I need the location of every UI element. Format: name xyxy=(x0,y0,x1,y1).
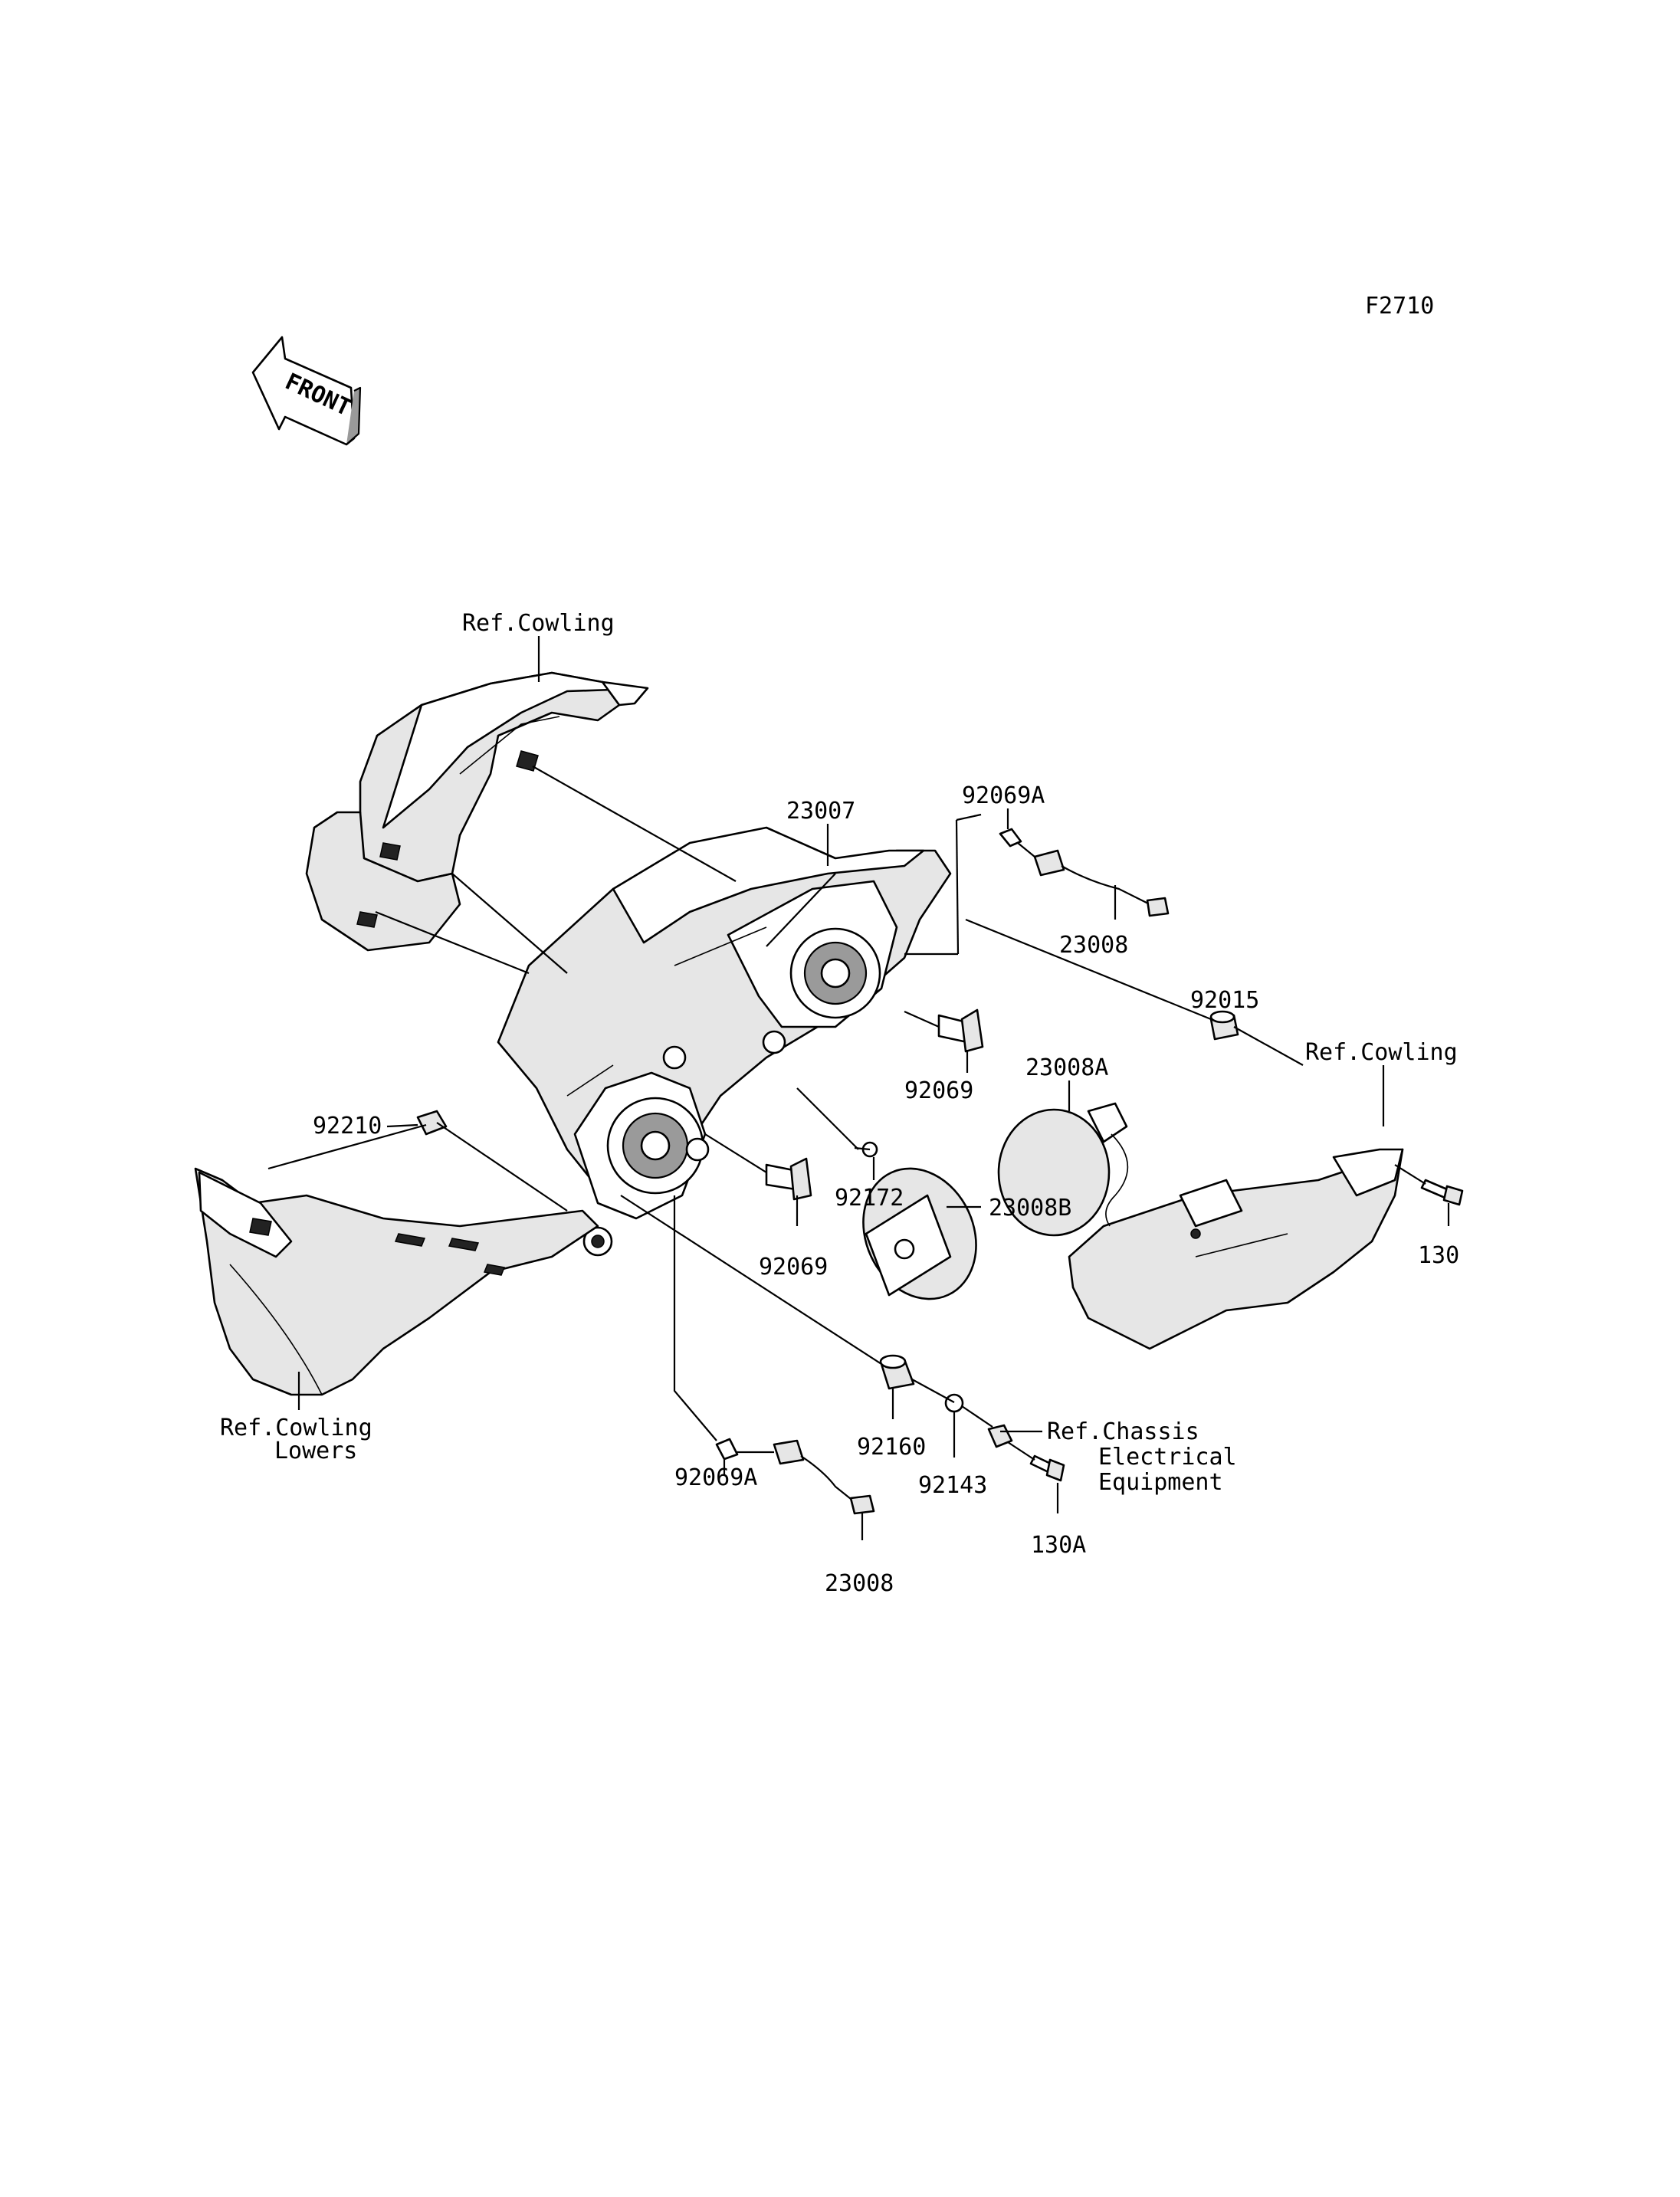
label-23008A: 23008A xyxy=(1025,1054,1108,1081)
bolt-130 xyxy=(1420,1179,1464,1206)
lamp-23008B xyxy=(862,1167,977,1300)
right-cowling-part xyxy=(1068,1148,1404,1350)
lower-cowling-part xyxy=(194,1167,599,1396)
label-23007: 23007 xyxy=(786,798,855,825)
bulb-92069-lower xyxy=(765,1157,812,1201)
headlight-assembly-23007 xyxy=(497,826,952,1257)
socket-23008-bottom xyxy=(715,1438,875,1515)
label-ref-cowling-lowers-1: Ref.Cowling xyxy=(220,1415,372,1441)
front-arrow-icon: FRONT xyxy=(251,336,362,446)
label-92143: 92143 xyxy=(918,1472,987,1499)
label-92015: 92015 xyxy=(1190,987,1259,1014)
label-23008B: 23008B xyxy=(989,1195,1071,1221)
lamp-cover-23008A xyxy=(997,1102,1129,1237)
label-ref-chassis-1: Ref.Chassis xyxy=(1047,1418,1199,1445)
leader-lines xyxy=(267,636,1450,1540)
grommet-92015 xyxy=(1209,1010,1239,1041)
figure-code: F2710 xyxy=(1365,293,1434,320)
label-ref-cowling-lowers-2: Lowers xyxy=(274,1438,357,1464)
bulb-92069-upper xyxy=(937,1008,984,1053)
bolt-130A xyxy=(987,1424,1065,1482)
label-130A: 130A xyxy=(1031,1532,1086,1559)
grommet-92160 xyxy=(879,1354,915,1390)
label-ref-chassis-2: Electrical xyxy=(1098,1444,1237,1471)
label-92160: 92160 xyxy=(857,1434,926,1461)
label-92069-lower: 92069 xyxy=(759,1254,828,1280)
clip-92210 xyxy=(416,1110,448,1136)
label-92069-upper: 92069 xyxy=(904,1077,973,1104)
label-23008-top: 23008 xyxy=(1059,932,1128,959)
label-92069A-bottom: 92069A xyxy=(674,1464,757,1491)
collar-92143 xyxy=(944,1393,964,1413)
label-130: 130 xyxy=(1418,1242,1459,1269)
label-92069A-top: 92069A xyxy=(962,782,1045,809)
label-92210: 92210 xyxy=(313,1113,382,1139)
part-labels: Ref.Cowling 23007 92069A 23008 92015 Ref… xyxy=(220,610,1459,1597)
label-23008-bottom: 23008 xyxy=(825,1570,894,1597)
label-ref-cowling-top: Ref.Cowling xyxy=(462,610,615,637)
label-ref-cowling-right: Ref.Cowling xyxy=(1305,1039,1458,1066)
label-92172: 92172 xyxy=(835,1185,904,1212)
label-ref-chassis-3: Equipment xyxy=(1098,1469,1223,1496)
upper-cowling-part xyxy=(305,671,649,952)
socket-23008-top xyxy=(999,828,1170,917)
